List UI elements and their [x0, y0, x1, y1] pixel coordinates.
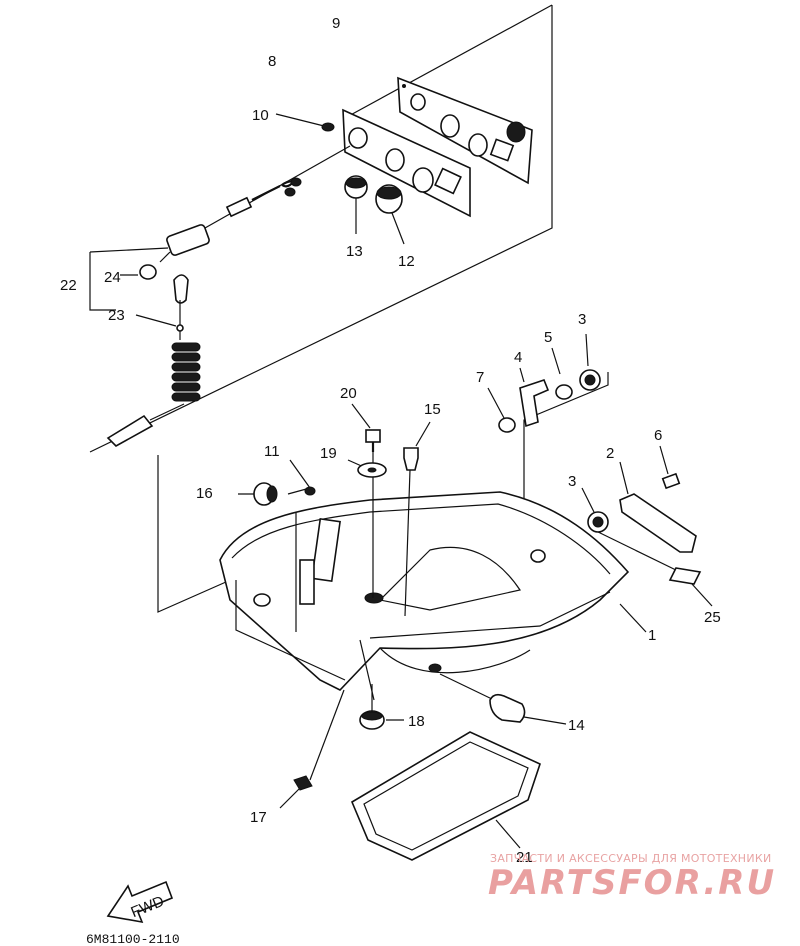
stop-switch-assembly [120, 145, 351, 280]
callout-17: 17 [250, 809, 267, 826]
callout-3a: 3 [578, 311, 586, 328]
bottom-cowling-1 [219, 491, 630, 691]
cap-12 [375, 184, 405, 245]
gasket-21 [350, 731, 541, 861]
callout-15: 15 [424, 401, 441, 418]
lanyard-23 [106, 274, 201, 447]
callout-9: 9 [332, 15, 340, 32]
label-bracket-22 [89, 247, 169, 311]
plate-9 [397, 76, 533, 185]
callout-19: 19 [320, 445, 337, 462]
callout-labels: 1 2 3 3 4 5 6 7 8 9 10 11 12 13 14 15 16… [60, 15, 721, 866]
callout-23: 23 [108, 307, 125, 324]
callout-14: 14 [568, 717, 585, 734]
exploded-view-frame [89, 4, 609, 613]
callout-3b: 3 [568, 473, 576, 490]
callout-20: 20 [340, 385, 357, 402]
callout-6: 6 [654, 427, 662, 444]
callout-12: 12 [398, 253, 415, 270]
callout-8: 8 [268, 53, 276, 70]
callout-11: 11 [264, 443, 280, 460]
leader-lines [238, 333, 713, 849]
callout-2: 2 [606, 445, 614, 462]
callout-16: 16 [196, 485, 213, 502]
watermark-tagline: ЗАПЧАСТИ И АКСЕССУАРЫ ДЛЯ МОТОТЕХНИКИ [490, 852, 772, 865]
screw-10 [275, 113, 335, 132]
callout-5: 5 [544, 329, 552, 346]
callout-1: 1 [648, 627, 656, 644]
callout-10: 10 [252, 107, 269, 124]
diagram-code: 6M81100-2110 [86, 932, 180, 946]
watermark: ЗАПЧАСТИ И АКСЕССУАРЫ ДЛЯ МОТОТЕХНИКИ PA… [488, 852, 776, 903]
callout-21: 21 [516, 849, 533, 866]
callout-24: 24 [104, 269, 121, 286]
plate-8 [342, 108, 471, 218]
cap-13 [344, 175, 368, 234]
callout-7: 7 [476, 369, 484, 386]
callout-25: 25 [704, 609, 721, 626]
callout-4: 4 [514, 349, 522, 366]
callout-22: 22 [60, 277, 77, 294]
small-parts [253, 369, 702, 791]
watermark-logo: PARTSFOR.RU [488, 863, 776, 903]
callout-18: 18 [408, 713, 425, 730]
callout-13: 13 [346, 243, 363, 260]
fwd-arrow: FWD [106, 880, 174, 924]
